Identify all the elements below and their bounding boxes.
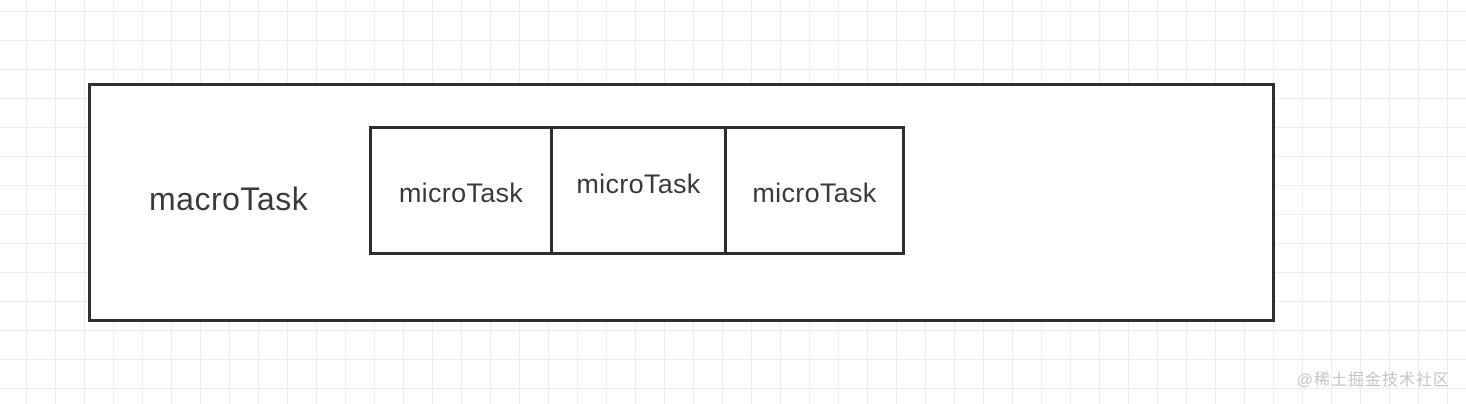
microtask-box: microTask [369, 126, 553, 255]
macrotask-box: macroTask microTask microTask microTask [88, 83, 1275, 322]
microtask-label: microTask [398, 178, 524, 208]
microtask-box: microTask [550, 126, 727, 255]
microtask-queue: microTask microTask microTask [369, 126, 905, 255]
watermark: @稀土掘金技术社区 [1296, 372, 1450, 389]
microtask-box: microTask [724, 126, 905, 255]
macrotask-label: macroTask [149, 181, 309, 217]
microtask-label: microTask [576, 169, 701, 199]
microtask-label: microTask [752, 178, 877, 208]
